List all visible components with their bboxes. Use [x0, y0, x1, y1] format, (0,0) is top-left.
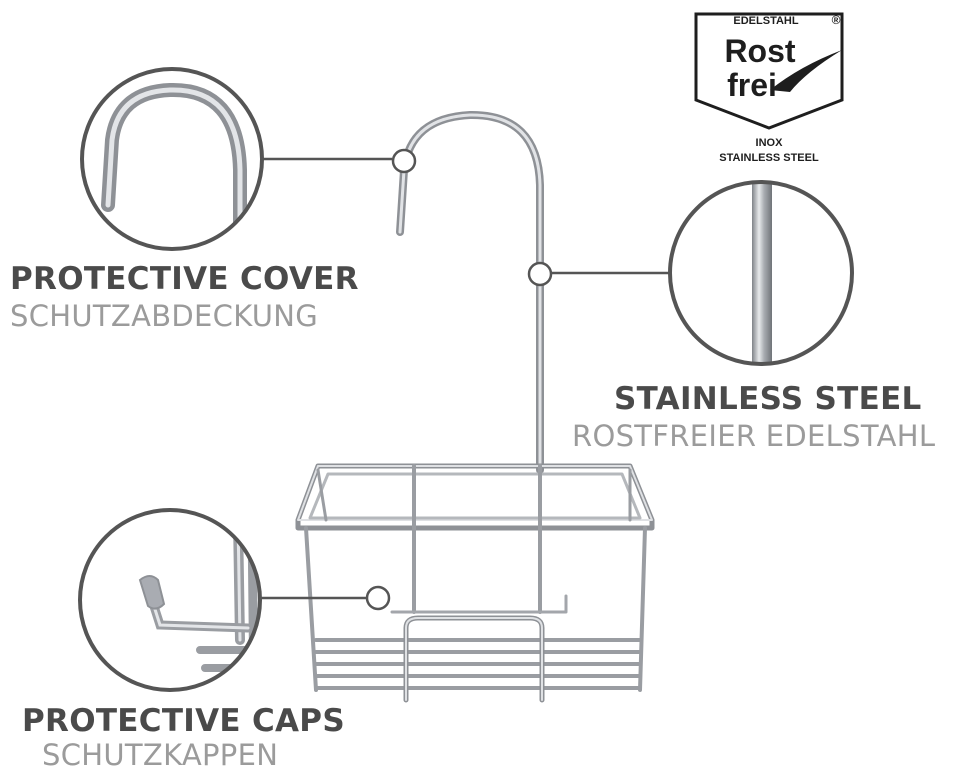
badge-line2: frei: [727, 67, 777, 103]
zoom-circle-steel: [668, 180, 854, 366]
protective-cover-title: PROTECTIVE COVER: [10, 261, 359, 297]
zoom-circle-caps: [78, 508, 262, 692]
protective-caps-subtitle: SCHUTZKAPPEN: [42, 738, 279, 772]
badge-line1: Rost: [724, 33, 795, 69]
cap-icon: [138, 575, 166, 610]
shower-caddy: [295, 110, 655, 703]
stainless-steel-subtitle: ROSTFREIER EDELSTAHL: [572, 419, 936, 453]
hanging-hook: [396, 110, 544, 474]
callout-connectors: [260, 148, 670, 611]
callout-dot-cover: [391, 148, 417, 174]
protective-caps-title: PROTECTIVE CAPS: [22, 703, 345, 739]
wire-basket: [295, 463, 655, 703]
stainless-steel-title: STAINLESS STEEL: [614, 381, 922, 417]
callout-dot-caps: [365, 585, 391, 611]
badge-registered-mark: ®: [832, 13, 841, 27]
protective-cover-subtitle: SCHUTZABDECKUNG: [10, 299, 319, 333]
zoom-circle-cover: [80, 67, 264, 251]
badge-sub1: INOX: [756, 137, 784, 149]
badge-top-text: EDELSTAHL: [733, 15, 798, 27]
callout-dot-steel: [527, 261, 553, 287]
rostfrei-badge: EDELSTAHL ® Rost frei INOX STAINLESS STE…: [694, 12, 844, 164]
badge-sub2: STAINLESS STEEL: [719, 152, 819, 164]
swoosh-icon: [770, 50, 842, 92]
